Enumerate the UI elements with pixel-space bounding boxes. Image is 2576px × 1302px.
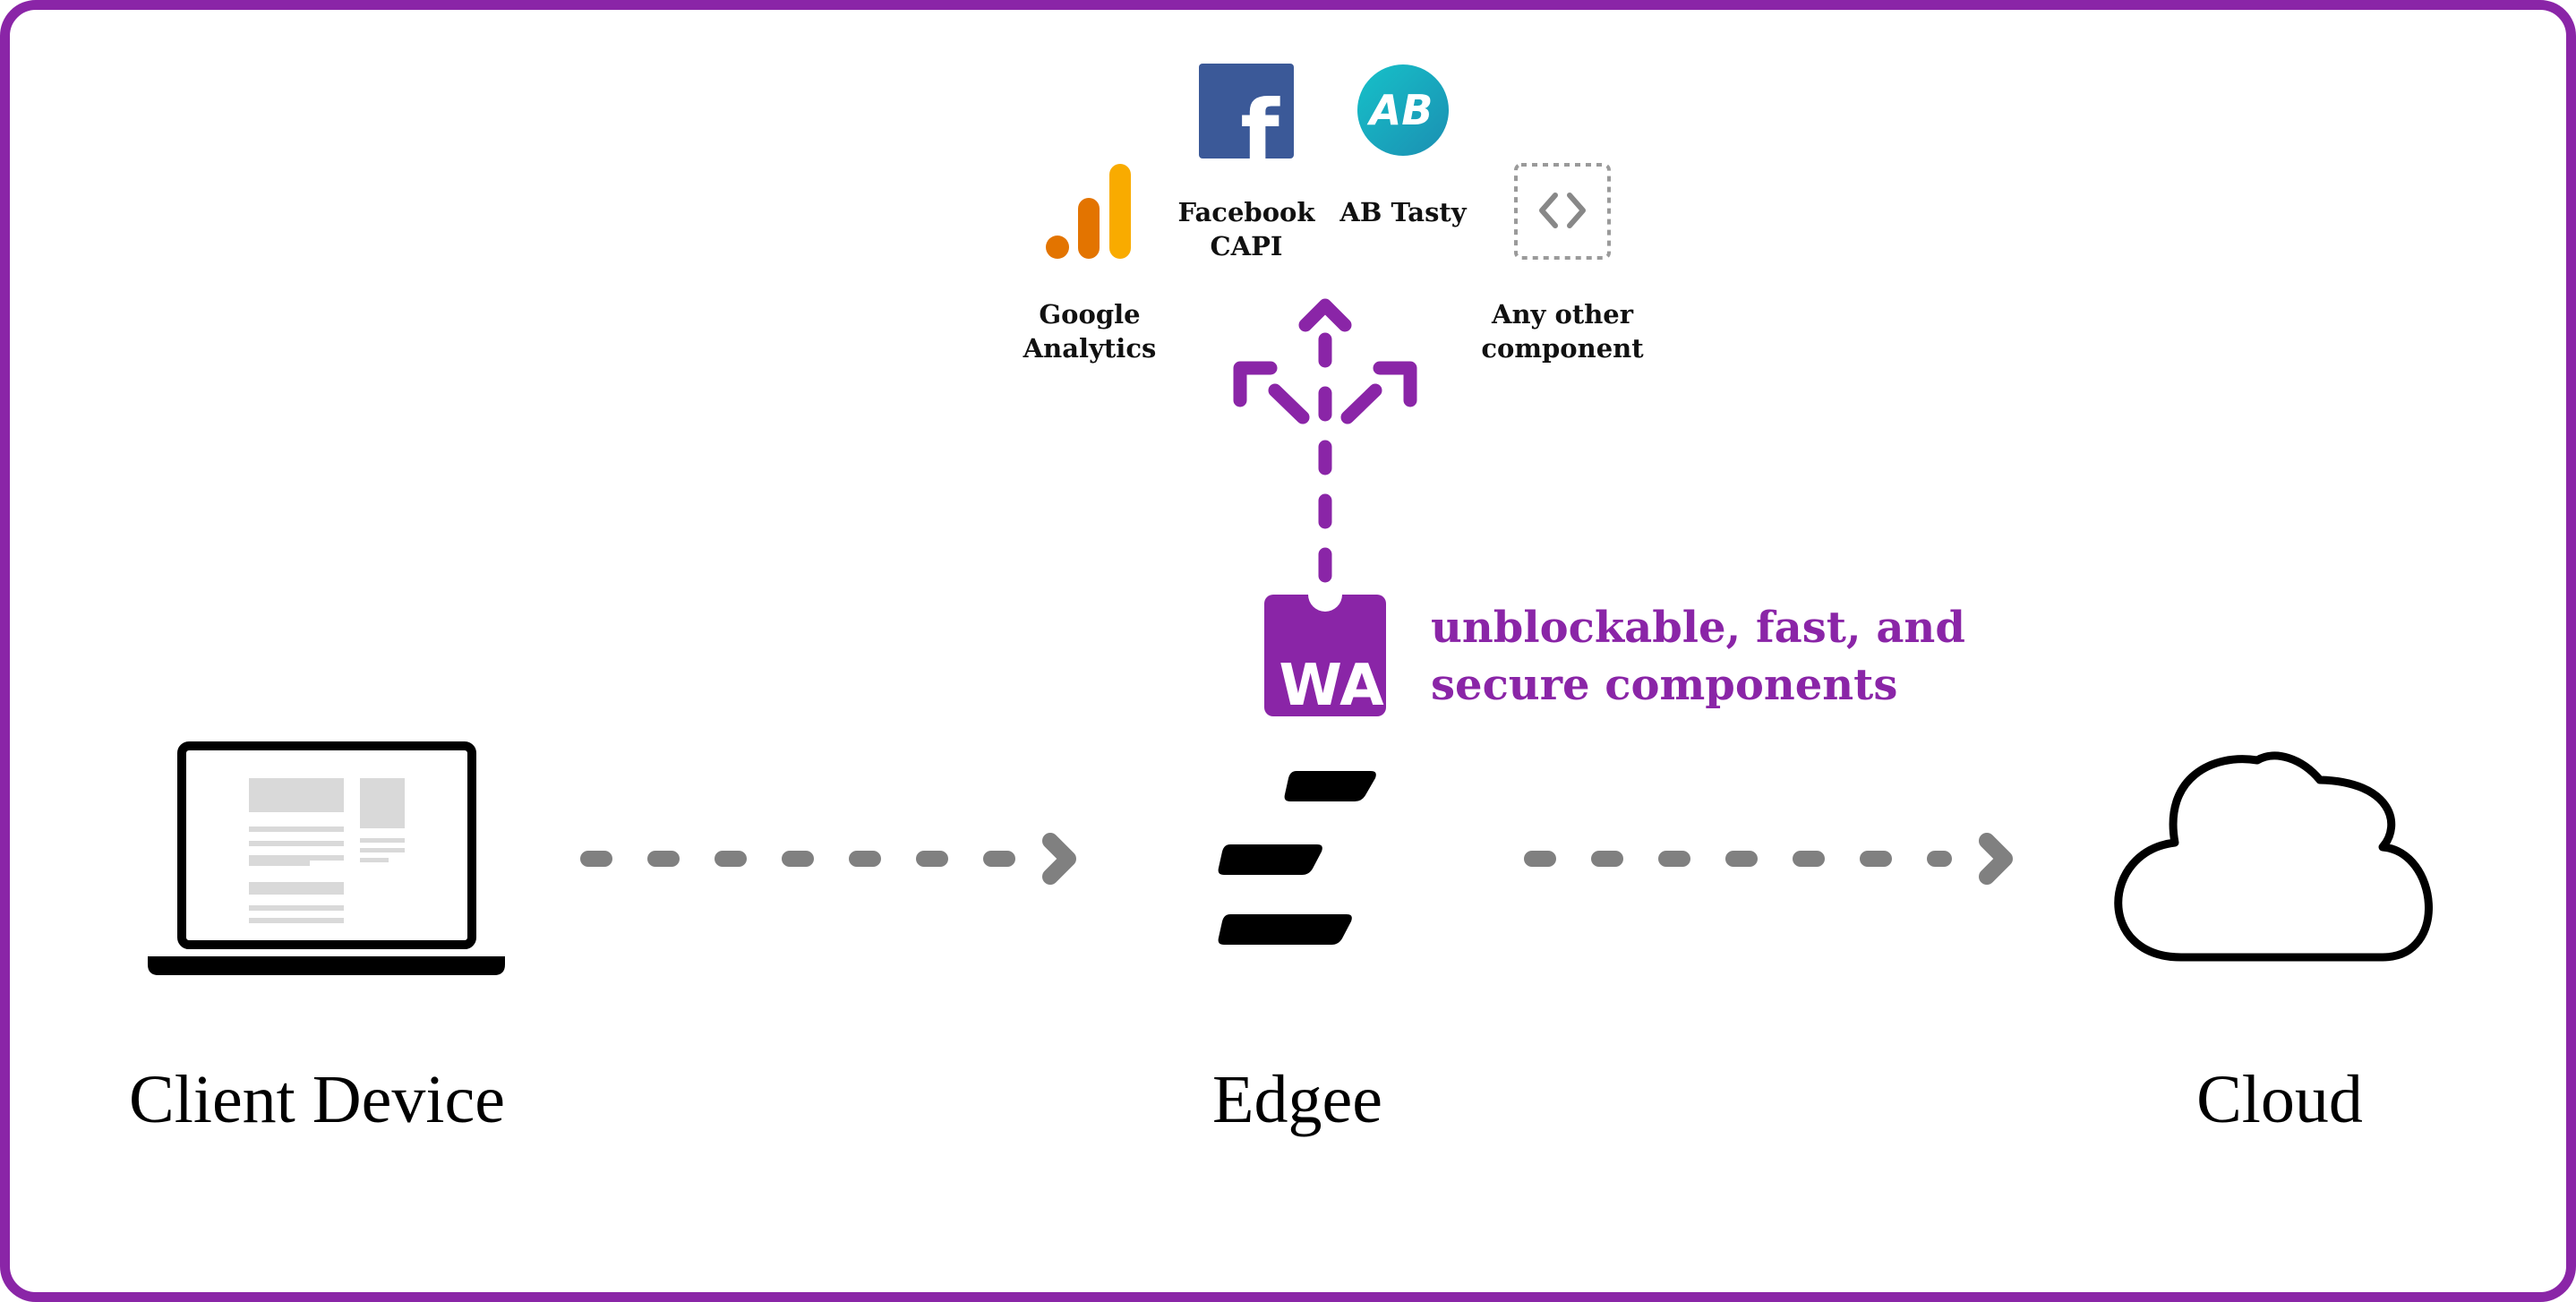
- google-analytics-label-line2: Analytics: [1023, 333, 1157, 364]
- facebook-glyph: f: [1240, 81, 1280, 185]
- facebook-capi-label-line2: CAPI: [1211, 231, 1283, 261]
- cloud-label: Cloud: [2196, 1062, 2363, 1137]
- wa-badge-icon: WA: [1264, 578, 1386, 719]
- component-dispatch-arrows: [1233, 298, 1417, 583]
- tagline-line1: unblockable, fast, and: [1431, 603, 1965, 653]
- laptop-icon: [148, 741, 505, 975]
- client-device-label: Client Device: [129, 1062, 505, 1137]
- other-component-label-line2: component: [1481, 333, 1644, 364]
- ab-tasty-icon: AB: [1357, 64, 1449, 156]
- facebook-capi-label-line1: Facebook: [1178, 197, 1316, 227]
- architecture-diagram: Client Device Edgee Cloud WA: [129, 64, 2433, 1137]
- wa-badge-text: WA: [1279, 653, 1384, 719]
- arrow-client-to-edgee: [580, 833, 1076, 885]
- google-analytics-icon: [1046, 164, 1131, 259]
- edgee-logo-icon: [1218, 771, 1376, 945]
- code-brackets-icon: [1514, 163, 1611, 260]
- ab-tasty-label: AB Tasty: [1339, 197, 1467, 227]
- edgee-label: Edgee: [1212, 1062, 1382, 1137]
- ab-tasty-glyph: AB: [1367, 86, 1433, 134]
- other-component-label-line1: Any other: [1491, 299, 1634, 330]
- google-analytics-label-line1: Google: [1039, 299, 1140, 330]
- cloud-icon: [2114, 751, 2433, 962]
- arrow-edgee-to-cloud: [1524, 833, 2013, 885]
- facebook-icon: f: [1199, 64, 1294, 185]
- tagline-line2: secure components: [1431, 660, 1897, 710]
